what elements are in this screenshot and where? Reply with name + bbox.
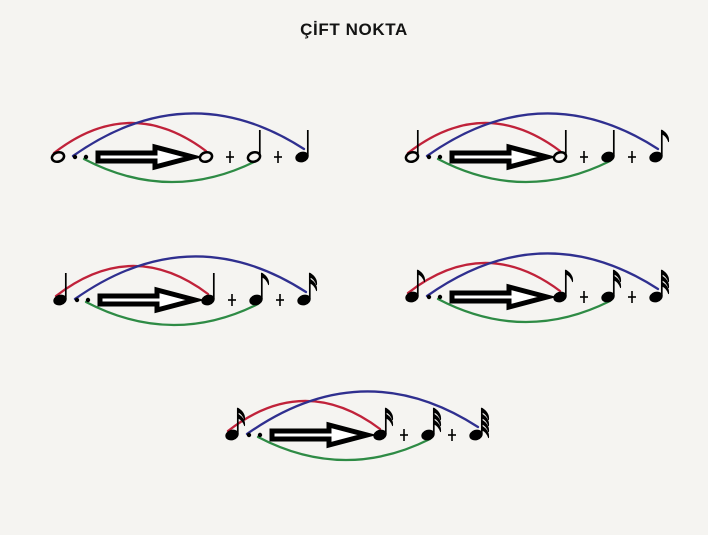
groups-layer <box>50 112 670 462</box>
equals-arrow <box>449 143 557 171</box>
equals-arrow <box>449 283 557 311</box>
result-note-3 <box>649 269 670 303</box>
note-flag <box>385 413 394 427</box>
note-flag <box>433 419 442 433</box>
result-note-1 <box>201 273 215 306</box>
plus-sign-2 <box>628 151 636 163</box>
source-note <box>53 273 67 306</box>
source-note <box>225 407 246 441</box>
blue-arc <box>73 255 308 301</box>
plus-sign-1 <box>400 429 408 441</box>
note-flag <box>261 272 270 286</box>
note-flag <box>433 413 442 427</box>
note-flag <box>613 275 622 289</box>
blue-arc <box>71 112 306 158</box>
page-title: ÇİFT NOKTA <box>300 20 408 39</box>
plus-sign-1 <box>580 151 588 163</box>
green-arc <box>256 435 432 462</box>
result-note-1 <box>553 269 574 303</box>
note-flag <box>661 275 670 289</box>
result-note-3 <box>295 130 309 163</box>
result-note-2 <box>246 130 262 164</box>
note-flag <box>237 407 246 421</box>
equals-arrow <box>269 421 377 449</box>
red-arc <box>54 264 210 298</box>
source-dot-1 <box>426 154 432 160</box>
source-dot-2 <box>437 294 443 300</box>
note-flag <box>309 272 318 286</box>
plus-sign-2 <box>628 291 636 303</box>
green-arc <box>84 300 260 327</box>
result-note-3 <box>649 129 670 163</box>
note-flag <box>237 413 246 427</box>
blue-arc <box>425 252 660 298</box>
result-note-3 <box>297 272 318 306</box>
source-note <box>404 130 420 164</box>
source-dot-1 <box>246 432 252 438</box>
source-note <box>50 150 66 164</box>
green-arc <box>436 157 612 184</box>
green-arc <box>436 297 612 324</box>
result-note-2 <box>249 272 270 306</box>
group-2 <box>404 112 670 184</box>
group-3 <box>53 255 318 327</box>
source-dot-1 <box>72 154 78 160</box>
red-arc <box>406 261 562 295</box>
source-note <box>405 269 426 303</box>
note-flag <box>481 419 490 433</box>
notehead <box>50 150 66 164</box>
source-dot-2 <box>85 297 91 303</box>
note-flag <box>613 269 622 283</box>
equals-arrow <box>97 286 205 314</box>
note-flag <box>481 413 490 427</box>
note-flag <box>565 269 574 283</box>
note-flag <box>661 269 670 283</box>
source-dot-2 <box>83 154 89 160</box>
source-dot-1 <box>426 294 432 300</box>
group-4 <box>405 252 670 324</box>
source-dot-2 <box>437 154 443 160</box>
plus-sign-2 <box>276 294 284 306</box>
note-flag <box>481 407 490 421</box>
note-flag <box>481 425 490 439</box>
red-arc <box>226 399 382 433</box>
result-note-3 <box>469 407 490 441</box>
note-flag <box>661 281 670 295</box>
note-flag <box>385 407 394 421</box>
plus-sign-2 <box>448 429 456 441</box>
result-note-2 <box>601 269 622 303</box>
plus-sign-1 <box>226 151 234 163</box>
blue-arc <box>245 390 480 436</box>
note-flag <box>417 269 426 283</box>
red-arc <box>52 121 208 155</box>
equals-arrow <box>95 143 203 171</box>
result-note-1 <box>552 130 568 164</box>
result-note-2 <box>421 407 442 441</box>
note-flag <box>661 129 670 143</box>
group-1 <box>50 112 309 184</box>
note-flag <box>433 407 442 421</box>
source-dot-2 <box>257 432 263 438</box>
plus-sign-1 <box>228 294 236 306</box>
source-dot-1 <box>74 297 80 303</box>
blue-arc <box>425 112 660 158</box>
result-note-2 <box>601 130 615 163</box>
plus-sign-1 <box>580 291 588 303</box>
group-5 <box>225 390 490 462</box>
plus-sign-2 <box>274 151 282 163</box>
notehead <box>198 150 214 164</box>
result-note-1 <box>373 407 394 441</box>
red-arc <box>406 121 562 155</box>
green-arc <box>82 157 258 184</box>
note-flag <box>309 278 318 292</box>
result-note-1 <box>198 150 214 164</box>
